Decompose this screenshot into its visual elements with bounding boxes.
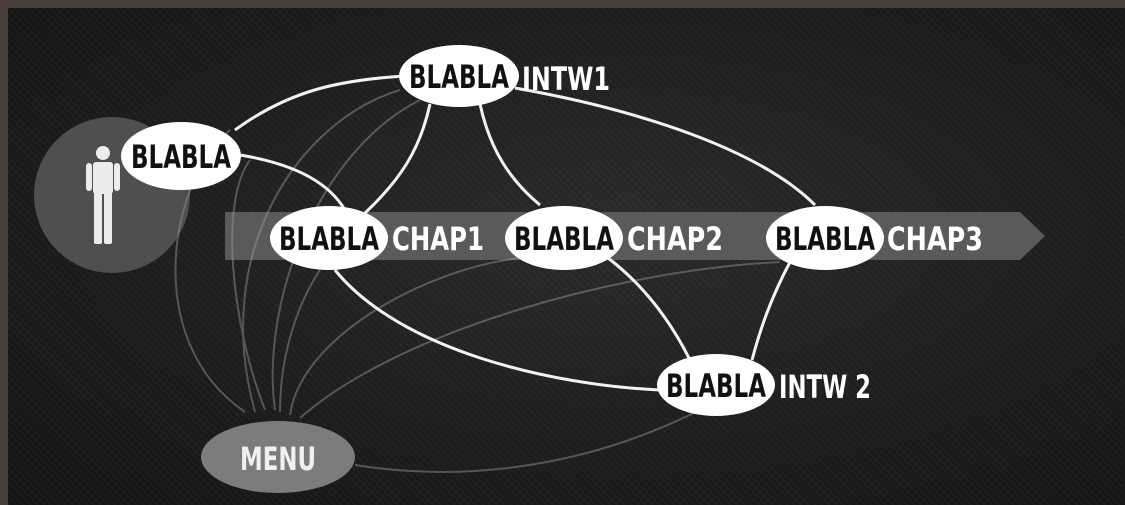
- link-intw1-chap2: [478, 103, 541, 207]
- link-intw1-chap3: [514, 86, 817, 207]
- node-chap1-text: BLABLA: [279, 220, 379, 258]
- link-user-intw1: [234, 74, 406, 132]
- menu-link-intw2: [354, 409, 701, 473]
- node-user[interactable]: BLABLA: [121, 122, 241, 190]
- menu-connection-lines: [174, 89, 781, 473]
- menu-link-chap1: [279, 269, 321, 413]
- node-chap2[interactable]: BLABLA: [505, 206, 623, 270]
- link-chap2-intw2: [607, 256, 692, 361]
- node-chap1[interactable]: BLABLA: [270, 206, 388, 270]
- node-intw2-text: BLABLA: [666, 367, 766, 405]
- node-chap1-label: CHAP1: [392, 220, 484, 258]
- node-chap2-text: BLABLA: [514, 220, 614, 258]
- menu-link-intw1-2: [242, 89, 401, 413]
- node-intw2[interactable]: BLABLA: [657, 354, 775, 416]
- person-icon: [86, 146, 120, 244]
- node-chap3-label: CHAP3: [887, 220, 983, 258]
- node-intw1-text: BLABLA: [409, 58, 509, 96]
- menu-button-label: MENU: [240, 440, 316, 478]
- menu-button[interactable]: MENU: [201, 421, 355, 493]
- link-chap1-intw2: [333, 269, 661, 392]
- link-intw1-chap1: [363, 103, 432, 215]
- node-chap3[interactable]: BLABLA: [766, 206, 884, 270]
- node-connection-lines: [234, 74, 817, 392]
- node-intw2-label: INTW 2: [779, 368, 871, 406]
- link-user-chap1: [239, 153, 347, 211]
- menu-link-user-2: [231, 159, 266, 411]
- link-chap3-intw2: [750, 261, 792, 361]
- menu-link-chap3: [299, 261, 781, 419]
- diagram-canvas: BLABLA BLABLA INTW1 BLABLA CHAP1 BLABLA …: [8, 8, 1125, 505]
- node-chap2-label: CHAP2: [627, 220, 723, 258]
- node-intw1[interactable]: BLABLA: [399, 45, 519, 107]
- node-chap3-text: BLABLA: [775, 220, 875, 258]
- node-intw1-label: INTW1: [522, 60, 610, 98]
- node-user-text: BLABLA: [131, 138, 231, 176]
- navigation-diagram: BLABLA BLABLA INTW1 BLABLA CHAP1 BLABLA …: [34, 45, 1045, 493]
- menu-link-chap2: [289, 257, 521, 416]
